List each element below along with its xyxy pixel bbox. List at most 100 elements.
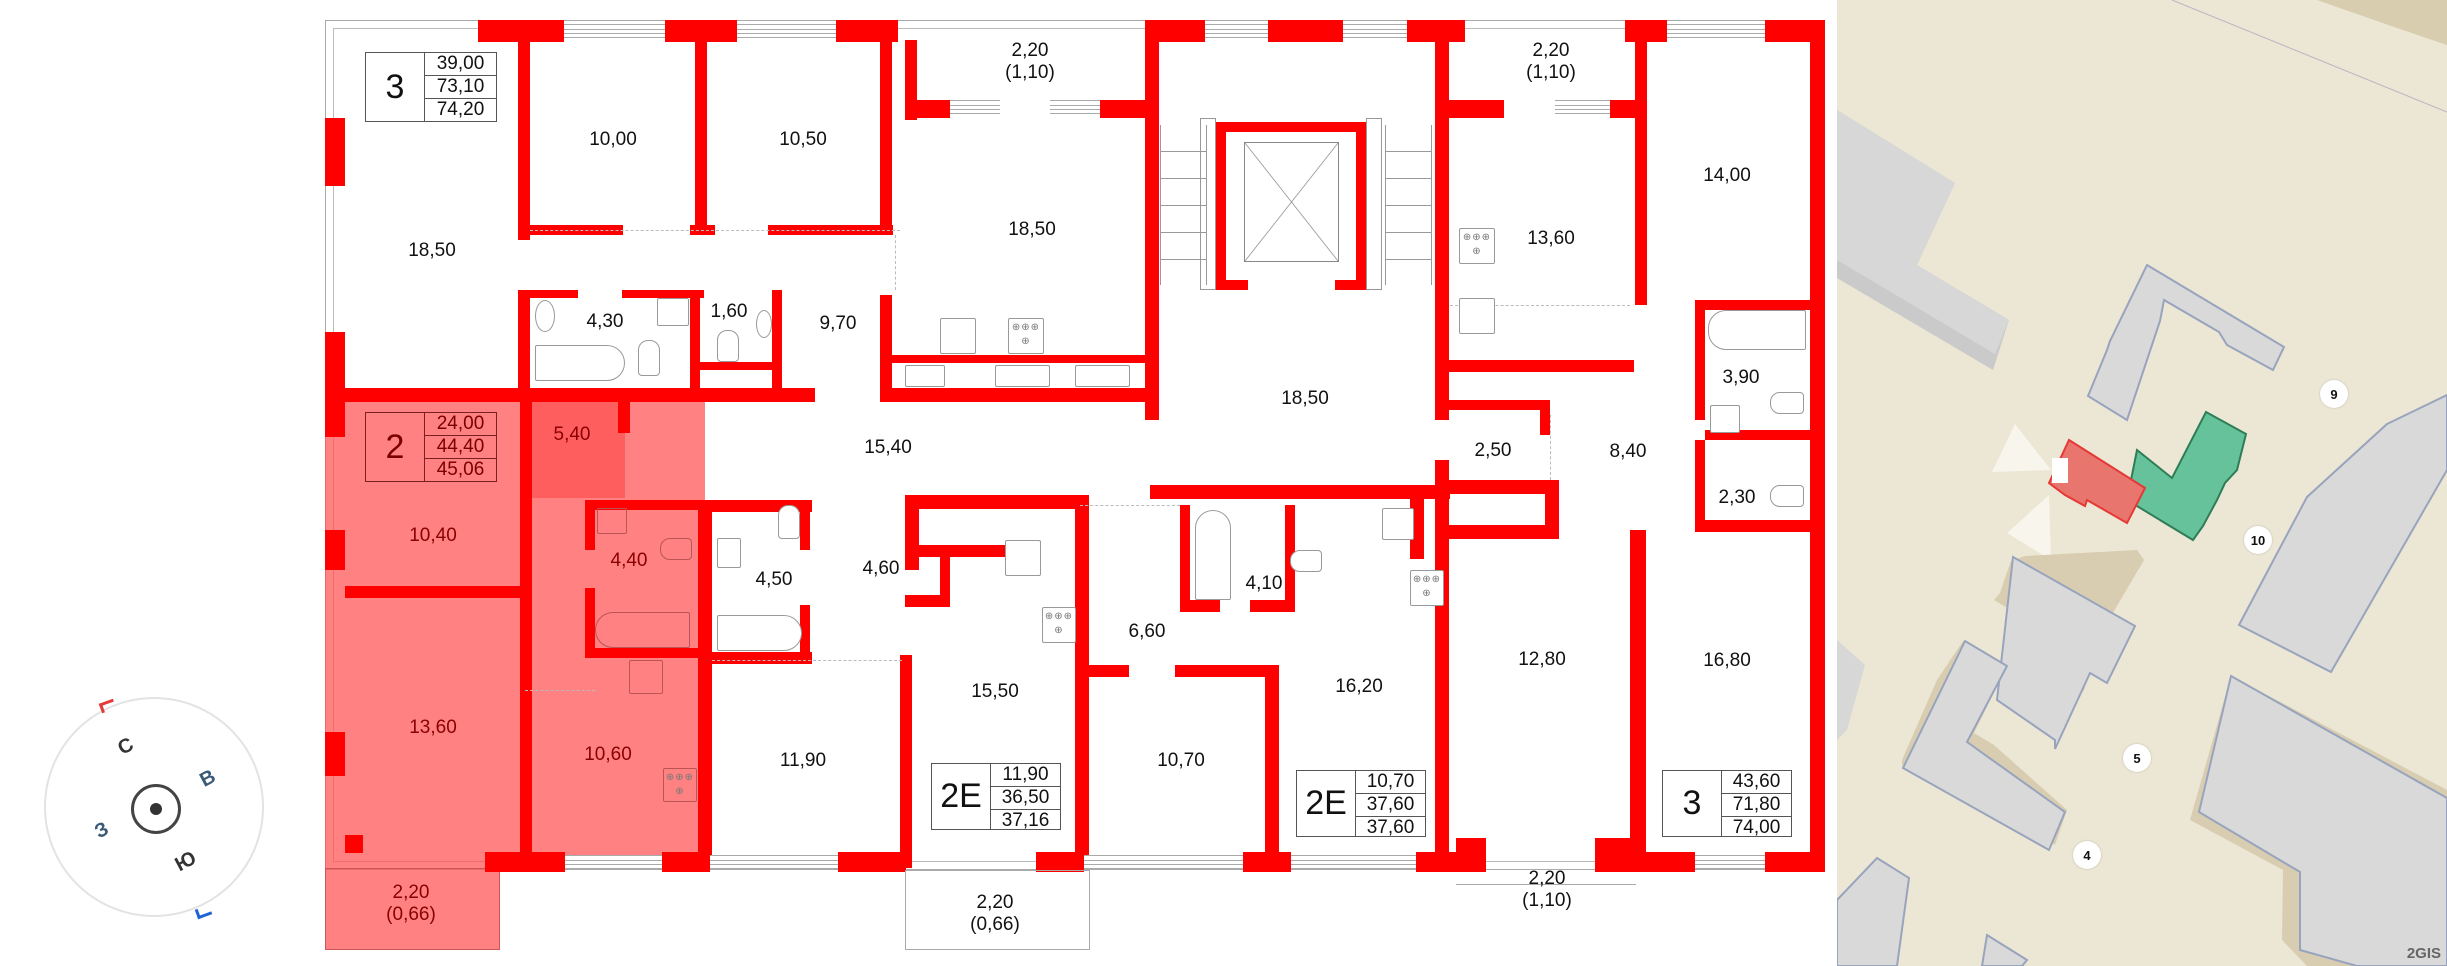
wall [1180, 600, 1220, 612]
house-number-pin[interactable]: 5 [2123, 744, 2151, 772]
room-area: 4,60 [862, 558, 900, 580]
house-number-pin[interactable]: 9 [2320, 380, 2348, 408]
total-area-with-balcony: 37,60 [1366, 817, 1415, 838]
wall [478, 20, 564, 42]
room-area: 10,70 [1157, 750, 1205, 772]
wall [1695, 520, 1820, 532]
bathtub-icon [1195, 510, 1231, 600]
wall [800, 500, 810, 550]
room-area: 12,80 [1518, 649, 1566, 671]
house-number-pin[interactable]: 10 [2244, 526, 2272, 554]
apartment-tag[interactable]: 3 43,60 71,80 74,00 [1662, 770, 1792, 838]
room-area: 2,30 [1718, 487, 1756, 509]
zone-divider [530, 230, 900, 231]
wall [905, 595, 950, 607]
toilet-icon [1770, 392, 1804, 414]
apartment-tag[interactable]: 2E 10,70 37,60 37,60 [1296, 770, 1426, 838]
selected-balcony-outline [325, 868, 500, 950]
wall [1695, 300, 1705, 420]
balcony-area: 2,20 (0,66) [386, 882, 436, 926]
wall [905, 545, 1035, 557]
room-area: 10,00 [589, 129, 637, 151]
selected-balcony-fill[interactable] [325, 868, 500, 950]
total-area-with-balcony: 45,06 [436, 459, 485, 480]
washer-icon [717, 538, 741, 568]
room-area: 15,50 [971, 681, 1019, 703]
sink-icon [756, 310, 772, 338]
apartment-tag[interactable]: 3 39,00 73,10 74,20 [365, 52, 497, 122]
room-area: 13,60 [409, 717, 457, 739]
room-area: 5,40 [553, 424, 591, 446]
wall [665, 20, 737, 42]
window [1667, 24, 1765, 38]
total-area-with-balcony: 74,20 [436, 99, 485, 120]
selected-apartment-fill[interactable] [325, 398, 705, 868]
living-area: 11,90 [991, 764, 1060, 787]
stove-icon [1410, 570, 1444, 606]
wall [345, 586, 520, 598]
wall [585, 500, 705, 510]
wall [1610, 100, 1635, 118]
kitchen-sink-icon [1382, 508, 1414, 540]
wall [518, 290, 578, 298]
wall [1449, 400, 1549, 410]
room-area: 18,50 [1281, 388, 1329, 410]
room-area: 2,50 [1474, 440, 1512, 462]
wall [836, 20, 898, 42]
cabinet [995, 365, 1050, 387]
window [1084, 855, 1243, 869]
zone-divider [525, 690, 595, 691]
living-area: 43,60 [1722, 771, 1791, 794]
window [710, 855, 838, 869]
living-area: 10,70 [1356, 771, 1425, 794]
wall [1145, 20, 1205, 42]
map-attribution-logo[interactable]: 2GIS [2406, 945, 2441, 962]
wall [1100, 100, 1150, 118]
room-area: 4,10 [1245, 573, 1283, 595]
zone-divider [1550, 415, 1551, 480]
bathtub-icon [717, 615, 802, 651]
elevator-shaft-wall [1356, 122, 1366, 290]
wall [1545, 480, 1559, 530]
toilet-icon [778, 505, 800, 539]
wall [345, 835, 363, 853]
room-area: 10,60 [584, 744, 632, 766]
wall [838, 852, 906, 872]
wall [1268, 20, 1343, 42]
site-map[interactable]: 9 10 5 4 2GIS [1837, 0, 2447, 966]
balcony-area-reduced: (1,10) [1522, 890, 1572, 911]
wall [892, 355, 1152, 363]
balcony-area-value: 2,20 [392, 882, 430, 904]
apartment-rooms: 2 [366, 413, 425, 481]
balcony-area-value: 2,20 [976, 892, 1014, 914]
apartment-rooms: 3 [1663, 771, 1722, 836]
room-area: 18,50 [408, 240, 456, 262]
stove-icon [663, 768, 697, 802]
wall [1595, 838, 1635, 872]
map-canvas[interactable] [1837, 0, 2447, 966]
room-area: 9,70 [819, 313, 857, 335]
window [1205, 24, 1268, 38]
room-area: 4,40 [610, 550, 648, 572]
living-area: 24,00 [425, 413, 496, 436]
living-area: 39,00 [425, 53, 496, 76]
selected-apartment-fill-hall[interactable] [520, 398, 625, 498]
wall [905, 495, 919, 570]
balcony-area: 2,20 (1,10) [1522, 868, 1572, 912]
room-area: 16,80 [1703, 650, 1751, 672]
wall [325, 118, 345, 186]
wall [1180, 505, 1190, 610]
apartment-tag-selected[interactable]: 2 24,00 44,40 45,06 [365, 412, 497, 482]
apartment-tag[interactable]: 2E 11,90 36,50 37,16 [931, 763, 1061, 831]
wall [1635, 852, 1695, 872]
room-area: 4,30 [586, 311, 624, 333]
wall [585, 500, 595, 550]
wall [1635, 40, 1647, 305]
wall [1089, 665, 1129, 677]
room-area: 8,40 [1609, 441, 1647, 463]
wall [900, 655, 912, 868]
window [565, 855, 662, 869]
balcony-area-reduced: (1,10) [1005, 62, 1055, 83]
wall [1810, 20, 1825, 870]
house-number-pin[interactable]: 4 [2073, 841, 2101, 869]
